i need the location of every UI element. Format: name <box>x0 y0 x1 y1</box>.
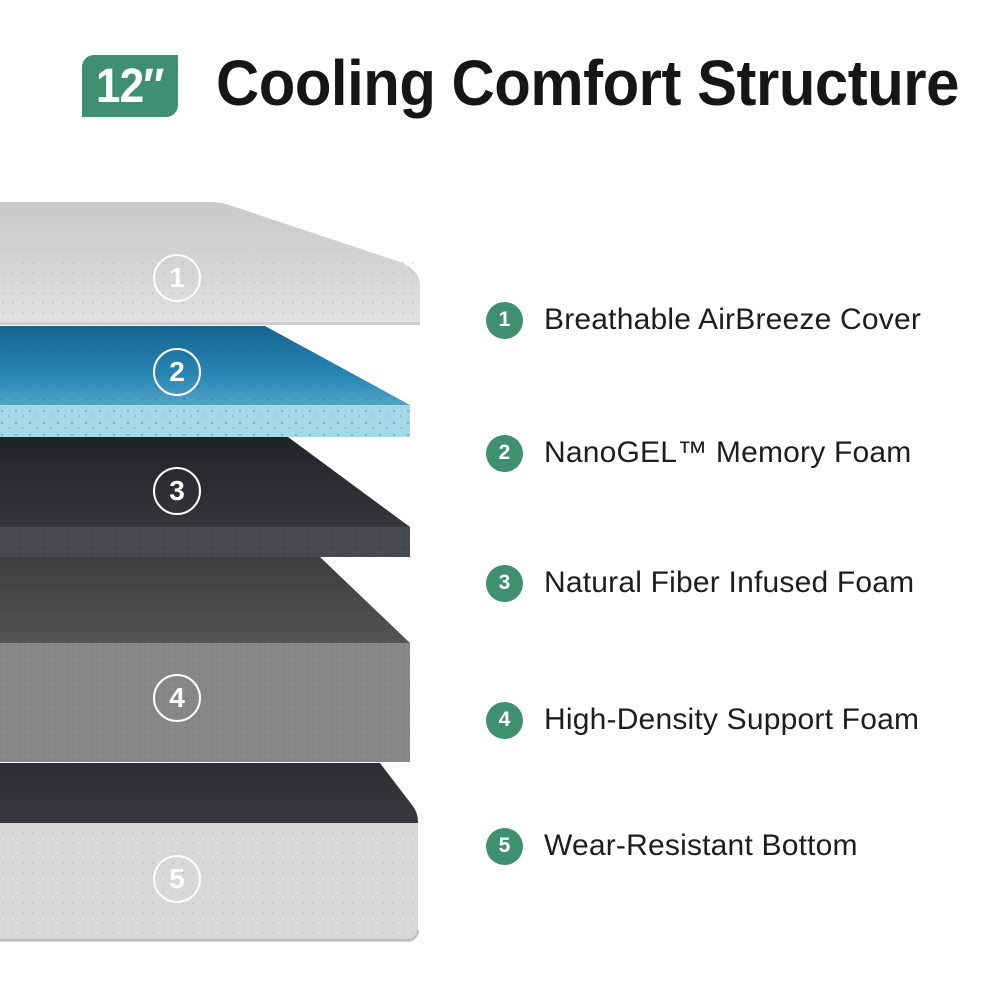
mattress-layers-graphic <box>0 202 420 942</box>
legend-label: NanoGEL™ Memory Foam <box>544 436 912 469</box>
thickness-badge-label: 12″ <box>96 59 164 113</box>
layer-marker-1: 1 <box>153 254 201 302</box>
legend-number-badge: 2 <box>486 434 523 472</box>
legend-number-badge: 5 <box>486 827 523 865</box>
legend-label: Wear-Resistant Bottom <box>544 829 858 862</box>
legend-number-badge: 1 <box>486 301 523 339</box>
legend-item-5: 5 Wear-Resistant Bottom <box>486 826 858 866</box>
layer-legend: 1 Breathable AirBreeze Cover 2 NanoGEL™ … <box>486 0 1000 1000</box>
layer-marker-4: 4 <box>153 674 201 722</box>
layer-marker-2: 2 <box>153 348 201 396</box>
legend-label: High-Density Support Foam <box>544 703 920 736</box>
thickness-badge: 12″ <box>82 55 178 117</box>
layer-marker-3: 3 <box>153 467 201 515</box>
legend-label: Natural Fiber Infused Foam <box>544 566 915 599</box>
legend-item-4: 4 High-Density Support Foam <box>486 700 919 740</box>
page-title: Cooling Comfort Structure <box>216 47 959 119</box>
layer-marker-5: 5 <box>153 855 201 903</box>
legend-number-badge: 4 <box>486 701 523 739</box>
mattress-layers-illustration: 1 2 3 4 5 <box>0 0 440 1000</box>
legend-label: Breathable AirBreeze Cover <box>544 303 922 336</box>
legend-item-2: 2 NanoGEL™ Memory Foam <box>486 433 911 473</box>
legend-item-1: 1 Breathable AirBreeze Cover <box>486 300 921 340</box>
header: 12″ Cooling Comfort Structure <box>0 0 1000 150</box>
legend-number-badge: 3 <box>486 564 523 602</box>
legend-item-3: 3 Natural Fiber Infused Foam <box>486 563 914 603</box>
